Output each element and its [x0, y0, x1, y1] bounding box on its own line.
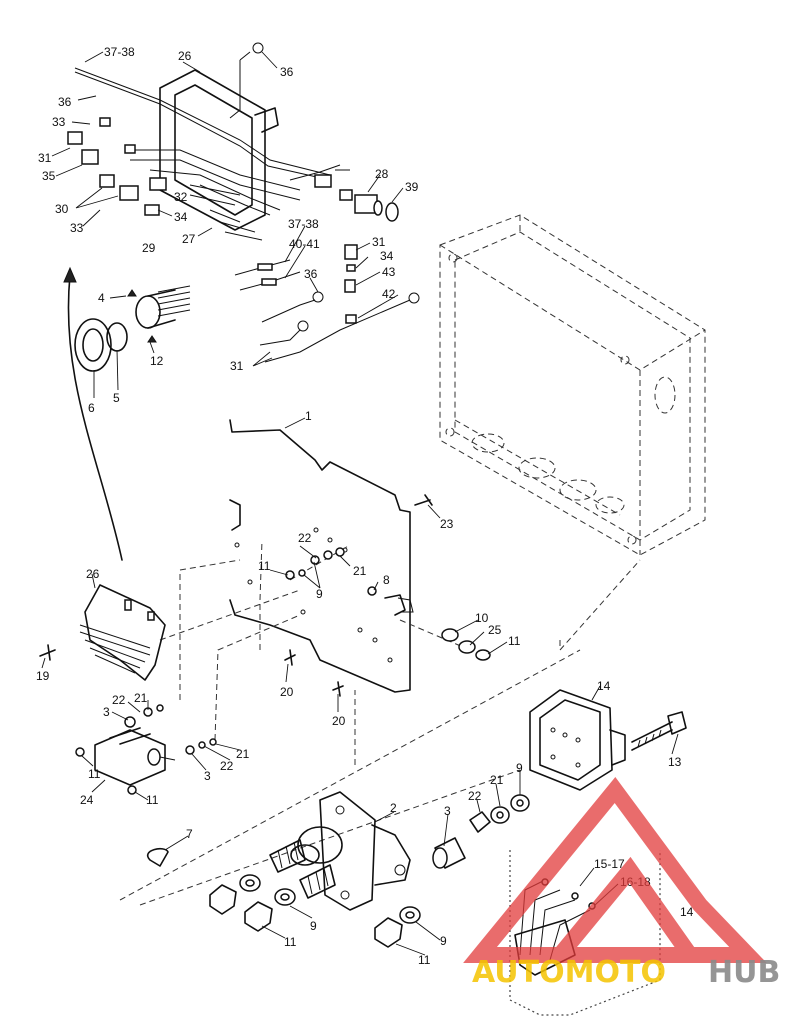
callout-11-bottom-b: 11 [418, 953, 431, 967]
bottom-hardware [209, 874, 421, 948]
callout-32: 32 [174, 190, 188, 204]
callout-37-38-top: 37-38 [104, 45, 135, 59]
bracket-8 [384, 594, 406, 616]
callout-31-right-top: 31 [372, 235, 386, 249]
callout-23: 23 [440, 517, 454, 531]
callout-26-top: 26 [178, 49, 192, 63]
callout-42: 42 [382, 287, 396, 301]
clip-7 [146, 848, 169, 867]
callout-6: 6 [88, 401, 95, 415]
callout-3-left: 3 [103, 705, 110, 719]
callout-29: 29 [142, 241, 156, 255]
automotohub-watermark: AUTOMOTO HUB [463, 776, 780, 990]
controller-14 [529, 689, 687, 791]
callout-13: 13 [668, 755, 682, 769]
callout-22-left: 22 [112, 693, 126, 707]
enclosure-box [439, 214, 706, 652]
callout-20-a: 20 [280, 685, 294, 699]
callout-37-38-mid: 37-38 [288, 217, 319, 231]
callout-35: 35 [42, 169, 56, 183]
callout-27: 27 [182, 232, 196, 246]
callout-43: 43 [382, 265, 396, 279]
callout-11-bottom-a: 11 [284, 935, 297, 949]
callout-2: 2 [390, 801, 397, 815]
harness-bracket-bottom [39, 584, 166, 681]
callout-9-plate: 9 [316, 587, 323, 601]
callout-34-right: 34 [380, 249, 394, 263]
bulkhead-connector [74, 285, 191, 372]
callout-36-top-right: 36 [280, 65, 294, 79]
callout-20-b: 20 [332, 714, 346, 728]
callout-36-left: 36 [58, 95, 72, 109]
callout-31-left: 31 [38, 151, 52, 165]
assembly-arrow [67, 274, 123, 561]
callout-31-bottom: 31 [230, 359, 244, 373]
callout-12: 12 [150, 354, 164, 368]
callout-14-top: 14 [597, 679, 611, 693]
callout-9-right: 9 [516, 761, 523, 775]
callout-21-right: 21 [490, 773, 504, 787]
mounting-plate [229, 419, 414, 693]
callout-22-mid: 22 [220, 759, 234, 773]
callout-15-17: 15-17 [594, 857, 625, 871]
callout-21-left: 21 [134, 691, 148, 705]
callout-28: 28 [375, 167, 389, 181]
callout-33-top: 33 [52, 115, 66, 129]
leader-lines [41, 51, 679, 956]
callout-5: 5 [113, 391, 120, 405]
callout-4: 4 [98, 291, 105, 305]
callout-9-bottom-b: 9 [440, 934, 447, 948]
solenoid-2 [269, 791, 466, 911]
callout-7: 7 [186, 827, 193, 841]
callout-11-left-b: 11 [146, 793, 159, 807]
callout-21-plate: 21 [353, 564, 367, 578]
plate-hardware [284, 494, 491, 697]
watermark-brand-b: HUB [708, 955, 780, 990]
callout-22-right: 22 [468, 789, 482, 803]
callout-26-bottom: 26 [86, 567, 100, 581]
callout-39: 39 [405, 180, 419, 194]
relay-24 [75, 704, 217, 795]
callout-30: 30 [55, 202, 69, 216]
callout-24: 24 [80, 793, 94, 807]
callout-19: 19 [36, 669, 50, 683]
callout-14-inset: 14 [680, 905, 694, 919]
callout-3-mid: 3 [204, 769, 211, 783]
callout-8: 8 [383, 573, 390, 587]
callout-33-bottom: 33 [70, 221, 84, 235]
callout-10: 10 [475, 611, 489, 625]
watermark-triangle-logo [463, 776, 767, 963]
watermark-brand-a: AUTOMOTO [472, 955, 666, 990]
harness-bracket-top [67, 42, 399, 241]
right-hardware-row [469, 794, 530, 833]
assembly-arrow-head [63, 266, 77, 283]
callout-labels: 37-38 26 36 36 33 31 35 30 33 32 34 27 2… [36, 45, 694, 967]
callout-22-plate: 22 [298, 531, 312, 545]
callout-34-top: 34 [174, 210, 188, 224]
wire-set-middle [234, 244, 420, 363]
callout-9-bottom-a: 9 [310, 919, 317, 933]
callout-36-mid: 36 [304, 267, 318, 281]
callout-21-mid: 21 [236, 747, 250, 761]
callout-40-41: 40-41 [289, 237, 320, 251]
callout-11-right: 11 [508, 634, 521, 648]
callout-11-left-a: 11 [88, 767, 101, 781]
callout-1: 1 [305, 409, 312, 423]
callout-3-right: 3 [444, 804, 451, 818]
callout-11-plate: 11 [258, 559, 271, 573]
callout-25: 25 [488, 623, 502, 637]
